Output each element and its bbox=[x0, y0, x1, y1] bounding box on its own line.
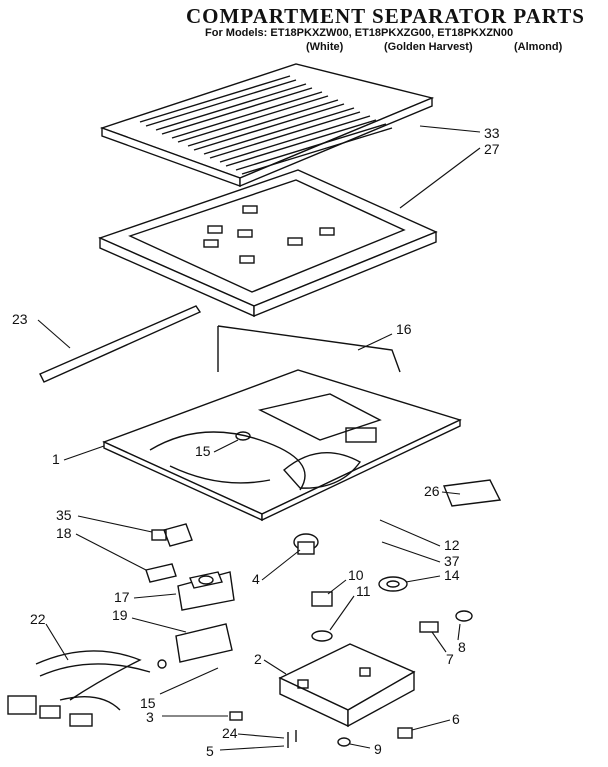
part-26-pad bbox=[443, 479, 502, 507]
callout-16: 16 bbox=[396, 321, 412, 337]
part-14-gear bbox=[378, 576, 408, 592]
variant-white: (White) bbox=[306, 41, 344, 53]
leader-lines bbox=[37, 125, 481, 751]
part-2-control-housing bbox=[278, 643, 416, 728]
part-17-control-housing bbox=[177, 571, 235, 611]
callout-35: 35 bbox=[56, 507, 72, 523]
callout-6: 6 bbox=[452, 711, 460, 727]
callout-15a: 15 bbox=[195, 443, 211, 459]
callout-7: 7 bbox=[446, 651, 454, 667]
callout-14: 14 bbox=[444, 567, 460, 583]
callout-26: 26 bbox=[424, 483, 440, 499]
part-27-frame bbox=[98, 169, 438, 318]
part-35-knob bbox=[151, 523, 193, 547]
callout-33: 33 bbox=[484, 125, 500, 141]
part-3-clip bbox=[229, 711, 243, 721]
callout-15b: 15 bbox=[140, 695, 156, 711]
callout-4: 4 bbox=[252, 571, 260, 587]
part-16-wire bbox=[217, 325, 401, 373]
part-1-separator-panel bbox=[102, 369, 462, 522]
models-line: For Models: ET18PKXZW00, ET18PKXZG00, ET… bbox=[205, 27, 514, 39]
callout-12: 12 bbox=[444, 537, 460, 553]
callout-22: 22 bbox=[30, 611, 46, 627]
page-title: COMPARTMENT SEPARATOR PARTS bbox=[186, 4, 585, 28]
part-7-8-thermostat bbox=[419, 610, 473, 633]
callout-11: 11 bbox=[356, 583, 371, 599]
part-18-plate bbox=[145, 563, 177, 583]
part-19-bracket bbox=[175, 623, 233, 663]
callout-5: 5 bbox=[206, 743, 214, 759]
callout-24: 24 bbox=[222, 725, 238, 741]
part-23-trim-strip bbox=[39, 305, 202, 383]
part-4-knob bbox=[293, 533, 319, 555]
callout-19: 19 bbox=[112, 607, 128, 623]
callout-2: 2 bbox=[254, 651, 262, 667]
callout-17: 17 bbox=[114, 589, 130, 605]
part-33-cover bbox=[99, 63, 435, 188]
callout-18: 18 bbox=[56, 525, 72, 541]
callout-27: 27 bbox=[484, 141, 500, 157]
callout-9: 9 bbox=[374, 741, 382, 757]
callout-23: 23 bbox=[12, 311, 28, 327]
callout-1: 1 bbox=[52, 451, 60, 467]
callout-37: 37 bbox=[444, 553, 460, 569]
part-6-connector bbox=[397, 727, 413, 739]
callout-3: 3 bbox=[146, 709, 154, 725]
part-9-washer bbox=[337, 737, 351, 747]
variant-golden-harvest: (Golden Harvest) bbox=[384, 41, 473, 53]
part-22-wiring-harness bbox=[7, 650, 167, 727]
callouts: 33 27 23 16 1 15 26 35 18 12 37 14 4 10 … bbox=[12, 125, 500, 759]
part-10-11-switch bbox=[311, 591, 333, 642]
variant-almond: (Almond) bbox=[514, 41, 563, 53]
callout-8: 8 bbox=[458, 639, 466, 655]
part-24-5-screws bbox=[287, 730, 297, 748]
callout-10: 10 bbox=[348, 567, 364, 583]
